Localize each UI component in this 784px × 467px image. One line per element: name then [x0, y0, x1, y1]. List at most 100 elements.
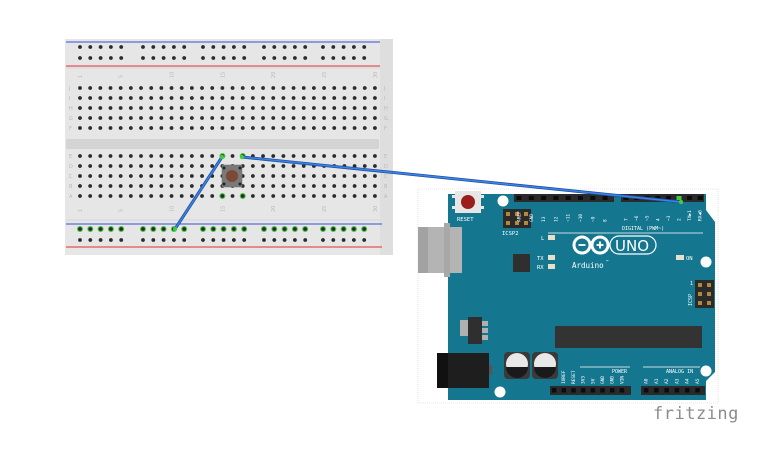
breadboard-hole-H6[interactable]: [128, 106, 133, 110]
bottom-rail-hole[interactable]: [341, 227, 346, 231]
breadboard-hole-G18[interactable]: [250, 116, 255, 120]
breadboard-hole-A8[interactable]: [149, 194, 154, 198]
breadboard-hole-A6[interactable]: [128, 194, 133, 198]
bottom-rail-hole[interactable]: [303, 238, 308, 242]
digital-pin-7[interactable]: [623, 196, 629, 200]
breadboard-hole-A12[interactable]: [189, 194, 194, 198]
breadboard-hole-D22[interactable]: [291, 164, 296, 168]
breadboard-hole-D20[interactable]: [271, 164, 276, 168]
bottom-rail-hole[interactable]: [282, 227, 287, 231]
breadboard-hole-B25[interactable]: [322, 184, 326, 188]
breadboard-hole-G7[interactable]: [139, 116, 143, 120]
digital-pin-TX▶1[interactable]: [687, 196, 693, 200]
bottom-rail-hole[interactable]: [282, 238, 287, 242]
breadboard-hole-D21[interactable]: [281, 164, 286, 168]
bottom-rail-hole[interactable]: [161, 238, 166, 242]
top-rail-hole[interactable]: [161, 45, 166, 49]
breadboard-hole-C19[interactable]: [261, 174, 265, 178]
breadboard-hole-J5[interactable]: [118, 86, 123, 90]
bottom-rail-hole[interactable]: [293, 227, 297, 231]
breadboard-hole-F10[interactable]: [169, 126, 174, 130]
top-rail-hole[interactable]: [182, 45, 187, 49]
breadboard-hole-E21[interactable]: [281, 154, 286, 158]
breadboard-hole-J23[interactable]: [301, 86, 306, 90]
breadboard-hole-B10[interactable]: [169, 184, 174, 188]
top-rail-hole[interactable]: [201, 56, 205, 60]
analog-pin-A4[interactable]: [685, 388, 690, 393]
bottom-rail-hole[interactable]: [78, 238, 82, 242]
breadboard-hole-H30[interactable]: [373, 106, 377, 110]
bottom-rail-hole[interactable]: [109, 238, 113, 242]
bottom-rail-hole[interactable]: [362, 238, 367, 242]
breadboard-hole-C23[interactable]: [301, 174, 306, 178]
breadboard-hole-B29[interactable]: [362, 184, 367, 188]
breadboard-hole-A20[interactable]: [271, 194, 276, 198]
breadboard-hole-C3[interactable]: [98, 174, 103, 178]
bottom-rail-hole[interactable]: [341, 238, 346, 242]
breadboard-hole-F23[interactable]: [301, 126, 306, 130]
bottom-rail-hole[interactable]: [201, 238, 205, 242]
power-pin-GND[interactable]: [600, 388, 605, 393]
bottom-rail-hole[interactable]: [172, 238, 176, 242]
breadboard-hole-C18[interactable]: [250, 174, 255, 178]
breadboard-hole-H22[interactable]: [291, 106, 296, 110]
bottom-rail-hole[interactable]: [141, 227, 145, 231]
bottom-rail-hole[interactable]: [331, 227, 336, 231]
bottom-rail-hole[interactable]: [98, 238, 103, 242]
breadboard-hole-F8[interactable]: [149, 126, 154, 130]
breadboard-hole-B3[interactable]: [98, 184, 103, 188]
breadboard-hole-I16[interactable]: [230, 96, 235, 100]
breadboard-hole-C5[interactable]: [118, 174, 123, 178]
top-rail-hole[interactable]: [119, 45, 124, 49]
digital-pin-~11[interactable]: [565, 196, 571, 200]
breadboard-hole-I3[interactable]: [98, 96, 103, 100]
breadboard-hole-J22[interactable]: [291, 86, 296, 90]
bottom-rail-hole[interactable]: [88, 227, 93, 231]
bottom-rail-hole[interactable]: [331, 238, 336, 242]
breadboard-hole-J7[interactable]: [139, 86, 143, 90]
breadboard-hole-H11[interactable]: [179, 106, 184, 110]
top-rail-hole[interactable]: [109, 56, 113, 60]
breadboard-hole-D12[interactable]: [189, 164, 194, 168]
breadboard-hole-J24[interactable]: [312, 86, 316, 90]
breadboard-hole-D1[interactable]: [78, 164, 82, 168]
digital-pin-4[interactable]: [655, 196, 661, 200]
bottom-rail-hole[interactable]: [321, 227, 325, 231]
top-rail-hole[interactable]: [331, 45, 336, 49]
breadboard-hole-G27[interactable]: [342, 116, 347, 120]
breadboard-hole-G1[interactable]: [78, 116, 82, 120]
top-rail-hole[interactable]: [262, 45, 266, 49]
bottom-rail-hole[interactable]: [221, 238, 226, 242]
breadboard-hole-F6[interactable]: [128, 126, 133, 130]
breadboard-hole-F16[interactable]: [230, 126, 235, 130]
breadboard-hole-C7[interactable]: [139, 174, 143, 178]
bottom-rail-hole[interactable]: [262, 238, 266, 242]
digital-pin-~3[interactable]: [665, 196, 671, 200]
digital-pin-GND[interactable]: [528, 196, 534, 200]
breadboard-hole-H9[interactable]: [159, 106, 164, 110]
top-rail-hole[interactable]: [303, 45, 308, 49]
breadboard-hole-B1[interactable]: [78, 184, 82, 188]
breadboard-hole-A18[interactable]: [250, 194, 255, 198]
breadboard-hole-C4[interactable]: [108, 174, 113, 178]
top-rail-hole[interactable]: [321, 45, 325, 49]
breadboard-hole-I12[interactable]: [189, 96, 194, 100]
breadboard-hole-C8[interactable]: [149, 174, 154, 178]
breadboard-hole-J16[interactable]: [230, 86, 235, 90]
digital-pin-12[interactable]: [553, 196, 559, 200]
top-rail-hole[interactable]: [109, 45, 113, 49]
breadboard-hole-G12[interactable]: [189, 116, 194, 120]
power-pin-RESET[interactable]: [571, 388, 576, 393]
breadboard-hole-H12[interactable]: [189, 106, 194, 110]
top-rail-hole[interactable]: [98, 45, 103, 49]
breadboard-hole-G19[interactable]: [261, 116, 265, 120]
breadboard-hole-E23[interactable]: [301, 154, 306, 158]
analog-pin-A1[interactable]: [654, 388, 659, 393]
breadboard-hole-F7[interactable]: [139, 126, 143, 130]
bottom-rail-hole[interactable]: [201, 227, 205, 231]
breadboard-hole-H13[interactable]: [200, 106, 204, 110]
breadboard-hole-I28[interactable]: [352, 96, 357, 100]
top-rail-hole[interactable]: [272, 56, 277, 60]
breadboard-hole-H19[interactable]: [261, 106, 265, 110]
digital-pin-8[interactable]: [602, 196, 608, 200]
